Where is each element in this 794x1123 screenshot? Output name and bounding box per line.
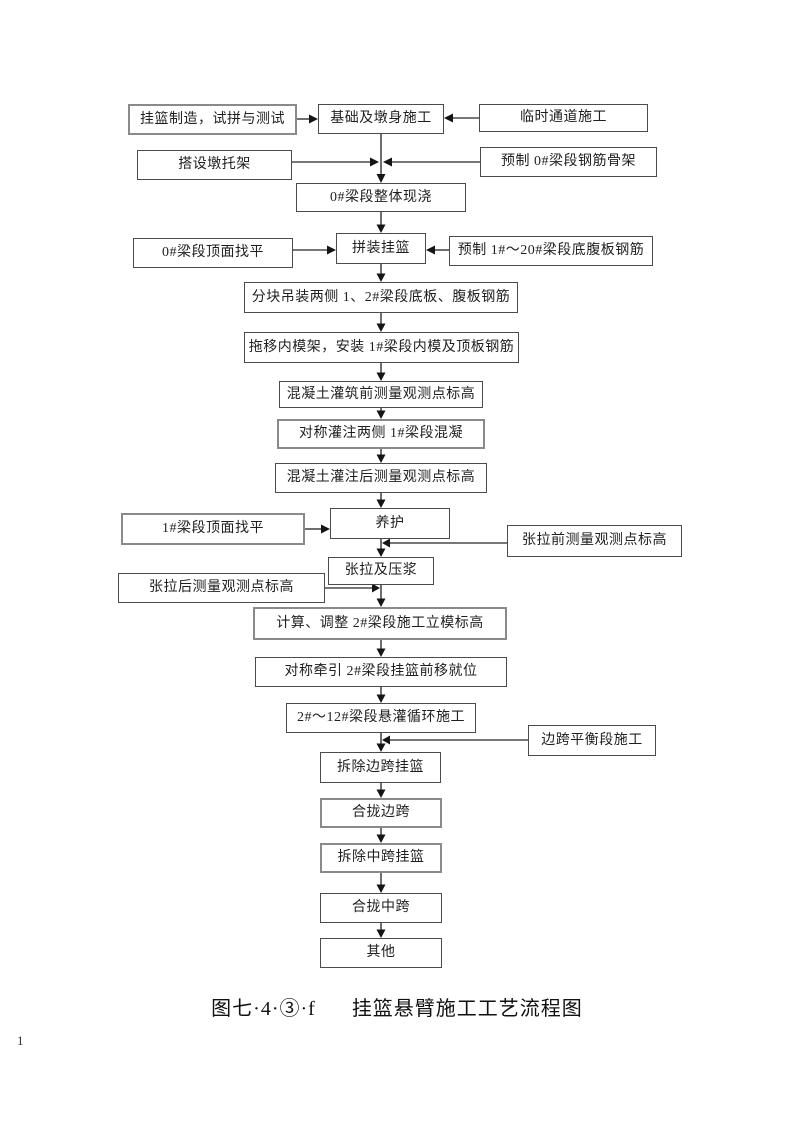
- flow-node-other: 其他: [320, 938, 442, 968]
- flow-node-survey-before-tension: 张拉前测量观测点标高: [507, 525, 682, 557]
- connector-pier-bracket-junction: [292, 157, 379, 167]
- flow-node-pier-bracket: 搭设墩托架: [137, 150, 292, 180]
- connector-segment1-leveling-curing: [305, 524, 330, 534]
- flow-node-close-mid-span: 合拢中跨: [320, 893, 442, 923]
- flow-node-side-span-balance: 边跨平衡段施工: [528, 725, 656, 756]
- connector-drag-basket-cyclic-construction: [376, 687, 386, 703]
- figure-number: 图七·4·③·f: [211, 998, 316, 1020]
- connector-curing-tension-grouting: [376, 539, 386, 557]
- page-number: 1: [17, 1033, 24, 1048]
- flow-node-remove-side-basket: 拆除边跨挂篮: [320, 752, 441, 783]
- connector-move-inner-form-survey-before-pour: [376, 363, 386, 381]
- flow-node-tension-grouting: 张拉及压浆: [328, 557, 434, 585]
- connector-survey-before-tension-line: [382, 538, 507, 548]
- connector-remove-side-basket-close-side-span: [376, 783, 386, 798]
- flow-node-remove-mid-basket: 拆除中跨挂篮: [320, 843, 442, 873]
- flow-node-symmetric-pour: 对称灌注两侧 1#梁段混凝: [277, 419, 485, 449]
- flow-node-segment1-leveling: 1#梁段顶面找平: [121, 513, 305, 545]
- flow-node-precast-0-skeleton: 预制 0#梁段钢筋骨架: [480, 147, 657, 177]
- connector-survey-before-pour-symmetric-pour: [376, 408, 386, 419]
- connector-precast-1-20-rebar-assemble-basket: [426, 245, 449, 255]
- connector-assemble-basket-hoist-rebar: [376, 264, 386, 282]
- connector-adjust-formwork-drag-basket: [376, 640, 386, 657]
- connector-temporary-access-foundation-pier: [444, 113, 479, 123]
- connector-foundation-pier-segment0-cast: [376, 134, 386, 183]
- connector-survey-after-tension-line: [325, 583, 380, 593]
- flow-node-survey-after-pour: 混凝土灌注后测量观测点标高: [275, 463, 487, 493]
- connector-close-side-span-remove-mid-basket: [376, 828, 386, 843]
- connector-tension-grouting-adjust-formwork: [376, 585, 386, 607]
- connector-close-mid-span-other: [376, 923, 386, 938]
- flow-node-hoist-rebar: 分块吊装两侧 1、2#梁段底板、腹板钢筋: [244, 282, 518, 313]
- connector-remove-mid-basket-close-mid-span: [376, 873, 386, 893]
- flow-node-adjust-formwork: 计算、调整 2#梁段施工立模标高: [253, 607, 507, 640]
- flow-node-curing: 养护: [330, 508, 450, 539]
- connector-segment0-cast-assemble-basket: [376, 212, 386, 233]
- connector-symmetric-pour-survey-after-pour: [376, 449, 386, 463]
- flow-node-move-inner-form: 拖移内模架，安装 1#梁段内模及顶板钢筋: [244, 332, 519, 363]
- flow-node-survey-after-tension: 张拉后测量观测点标高: [118, 573, 325, 603]
- flow-node-close-side-span: 合拢边跨: [320, 798, 442, 828]
- connector-hoist-rebar-move-inner-form: [376, 313, 386, 332]
- figure-caption: 图七·4·③·f 挂篮悬臂施工工艺流程图: [0, 992, 794, 1021]
- flow-node-basket-fabrication: 挂篮制造，试拼与测试: [128, 104, 297, 135]
- flow-node-assemble-basket: 拼装挂篮: [336, 233, 426, 264]
- connector-precast-0-skeleton-junction: [383, 157, 480, 167]
- flow-node-foundation-pier: 基础及墩身施工: [318, 104, 444, 134]
- flow-node-survey-before-pour: 混凝土灌筑前测量观测点标高: [279, 381, 483, 408]
- connector-side-span-balance-line: [382, 735, 528, 745]
- connector-segment0-leveling-assemble-basket: [293, 245, 336, 255]
- connector-basket-fabrication-foundation-pier: [297, 114, 318, 124]
- flow-node-cyclic-construction: 2#～12#梁段悬灌循环施工: [286, 703, 476, 733]
- flow-node-drag-basket: 对称牵引 2#梁段挂篮前移就位: [255, 657, 507, 687]
- connector-cyclic-construction-remove-side-basket: [376, 733, 386, 752]
- connector-survey-after-pour-curing: [376, 493, 386, 508]
- flow-node-segment0-leveling: 0#梁段顶面找平: [133, 238, 293, 268]
- flow-node-temporary-access: 临时通道施工: [479, 104, 648, 132]
- flow-node-segment0-cast: 0#梁段整体现浇: [296, 183, 466, 212]
- figure-title: 挂篮悬臂施工工艺流程图: [351, 998, 583, 1020]
- flow-node-precast-1-20-rebar: 预制 1#～20#梁段底腹板钢筋: [449, 236, 653, 266]
